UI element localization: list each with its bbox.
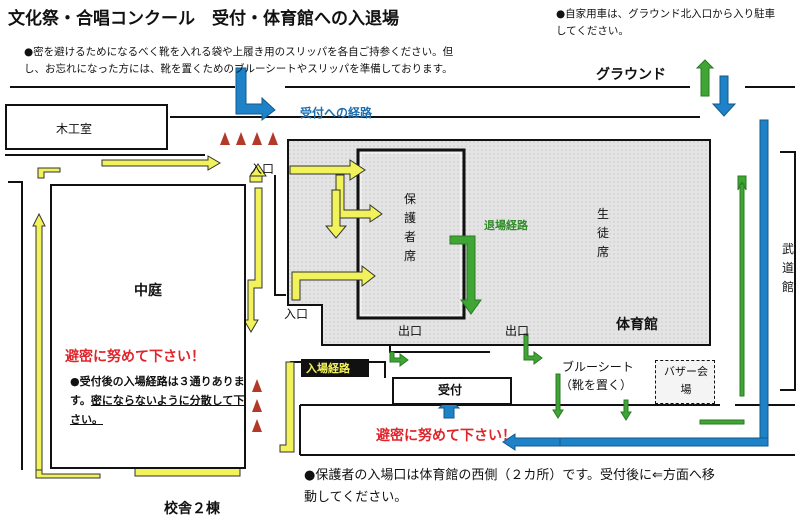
exit-right-label: 出口 <box>505 324 530 338</box>
green-route-arrow <box>523 333 543 365</box>
gym-area <box>287 139 711 346</box>
yellow-route-arrow <box>134 467 241 477</box>
ground-label: グラウンド <box>596 67 666 83</box>
avoid-crowding-warning: 避密に努めて下さい！ <box>65 349 205 365</box>
yellow-route-arrow <box>101 155 221 171</box>
yellow-route-arrow <box>324 189 348 239</box>
gym-label: 体育館 <box>616 317 658 333</box>
guardian-entrance-note: ●保護者の入場口は体育館の西側（２カ所）です。受付後に⇐方面へ移動してください。 <box>304 468 715 505</box>
entry-route-label: 入場経路 <box>306 362 350 375</box>
woodshop-label: 木工室 <box>56 122 93 136</box>
student-seats-label: 生徒席 <box>596 207 609 259</box>
blue-route-arrow <box>502 433 561 451</box>
budokan-wall <box>780 151 796 391</box>
green-route-arrow <box>449 235 482 315</box>
bazaar-label: バザー会場 <box>664 365 708 396</box>
entry-routes-note: ●受付後の入場経路は３通りあります。密にならないように分散して下さい。 <box>70 372 250 429</box>
cone-icon <box>268 132 278 145</box>
yellow-route-arrow <box>291 264 376 301</box>
blue-sheet-label: ブルーシート <box>562 360 634 374</box>
blue-sheet-sub-label: （靴を置く） <box>560 378 633 392</box>
wall-entrance <box>274 175 286 296</box>
entrance-upper-label: 入口 <box>250 162 275 176</box>
cone-icon <box>252 399 262 412</box>
green-route-arrow <box>695 59 715 97</box>
exit-route-label: 退場経路 <box>484 219 528 232</box>
cone-icon <box>236 132 246 145</box>
cone-icon <box>252 419 262 432</box>
reception-label: 受付 <box>438 383 463 397</box>
yellow-route-arrow <box>35 469 101 479</box>
page-title: 文化祭・合唱コンクール 受付・体育館への入退場 <box>8 9 399 29</box>
woodshop-building <box>5 104 168 150</box>
exit-left-label: 出口 <box>398 324 423 338</box>
yellow-route-arrow <box>37 167 61 179</box>
guardian-seat-frame <box>356 148 466 320</box>
cone-icon <box>220 132 230 145</box>
guardian-note-box <box>298 458 738 520</box>
green-route-arrow <box>389 351 409 367</box>
yellow-route-arrow <box>249 163 267 177</box>
entry-route-badge <box>301 359 369 377</box>
yellow-route-arrow <box>32 212 46 471</box>
green-route-arrow <box>699 419 745 425</box>
route-to-reception-label: 受付への経路 <box>300 106 373 120</box>
parking-note: ●自家用車は、グラウンド北入口から入り駐車してください。 <box>556 8 776 37</box>
building2-label: 校舎２棟 <box>164 501 220 517</box>
entry-routes-note-b: 密にならないように分散して下さい。 <box>70 394 245 426</box>
yellow-route-arrow <box>243 187 263 333</box>
blue-route-arrow <box>759 119 769 441</box>
bazaar-box <box>655 360 715 404</box>
courtyard-area <box>50 184 246 469</box>
blue-route-arrow <box>711 75 737 117</box>
cone-icon <box>252 379 262 392</box>
yellow-route-arrow <box>335 174 383 223</box>
entrance-lower-label: 入口 <box>284 307 309 321</box>
yellow-route-arrow <box>279 361 295 453</box>
entry-routes-note-a: ●受付後の入場経路は３通りあります。 <box>70 375 245 407</box>
slippers-note: ●密を避けるためになるべく靴を入れる袋や上履き用のスリッパを各自ご持参ください。… <box>24 46 454 75</box>
green-route-arrow <box>620 399 632 421</box>
reception-booth <box>392 377 512 405</box>
yellow-route-arrow <box>289 159 366 181</box>
green-route-arrow <box>739 183 745 397</box>
green-route-arrow <box>552 373 564 419</box>
avoid-crowding-warning-lower: 避密に努めて下さい！ <box>376 428 516 444</box>
guardian-seats-label: 保護者席 <box>403 192 416 263</box>
blue-route-arrow <box>559 437 769 447</box>
wall-left <box>8 181 23 470</box>
exit-mark <box>389 345 490 353</box>
cone-icon <box>252 132 262 145</box>
courtyard-label: 中庭 <box>134 283 162 299</box>
budokan-label: 武道館 <box>781 242 794 294</box>
blue-route-arrow <box>235 67 276 122</box>
